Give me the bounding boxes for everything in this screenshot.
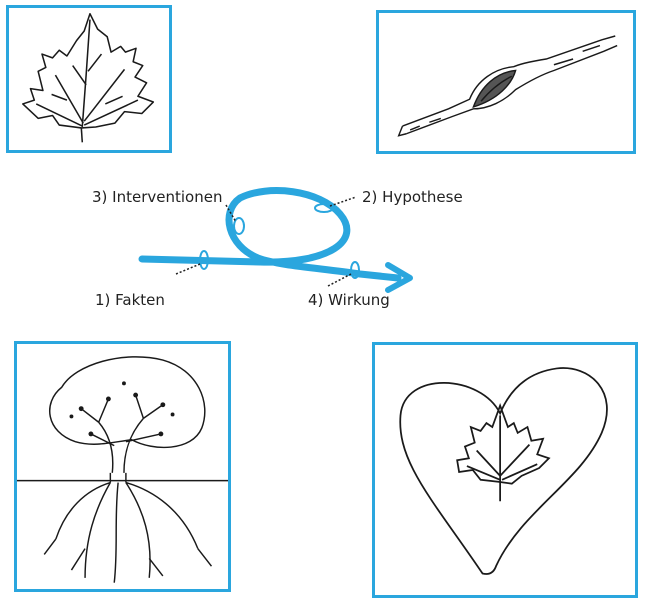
illustration-branch-frame [376, 10, 636, 154]
step-facts-label: 1) Fakten [95, 291, 165, 309]
illustration-heart-frame [372, 342, 638, 598]
branch-bud-icon [397, 35, 618, 137]
step-hypothesis-label: 2) Hypothese [362, 188, 463, 206]
illustration-tree-frame [14, 341, 231, 592]
step-interventions-label: 3) Interventionen [92, 188, 223, 206]
step-effect-label: 4) Wirkung [308, 291, 390, 309]
maple-leaf-icon [22, 12, 155, 143]
heart-leaf-icon [399, 367, 608, 575]
illustration-leaf-frame [6, 5, 172, 153]
tree-roots-icon [17, 356, 228, 583]
